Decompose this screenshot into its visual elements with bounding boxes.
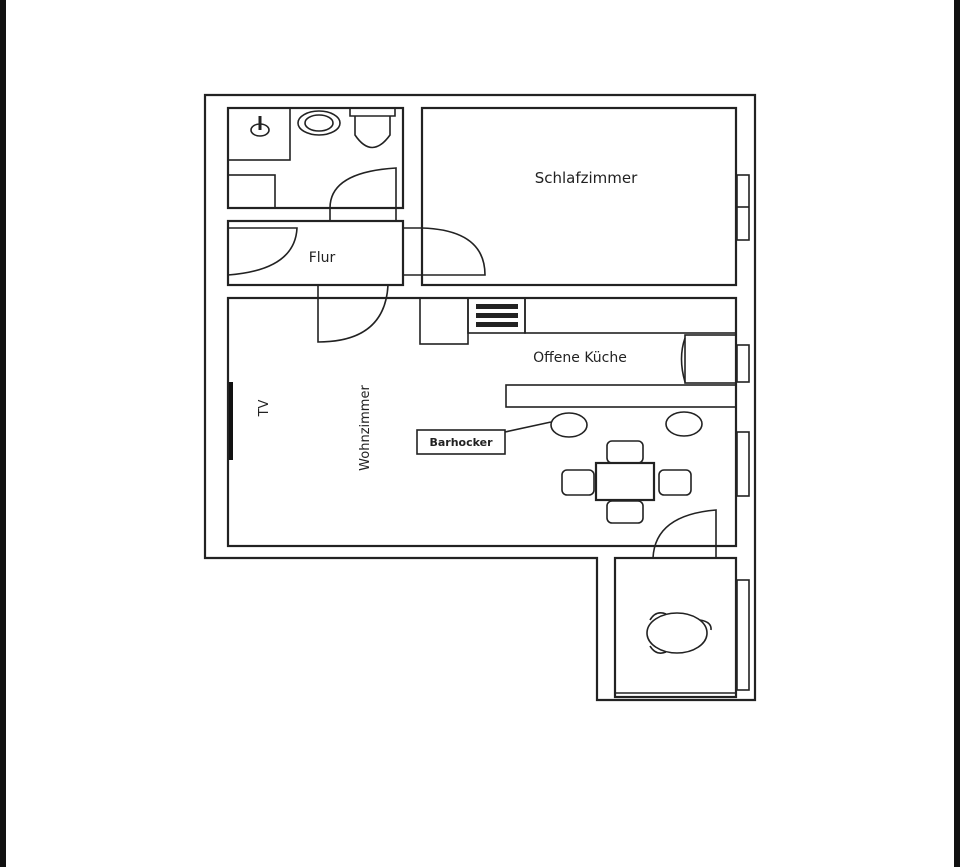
left-frame-bar [0,0,6,867]
label-living: Wohnzimmer [358,385,373,471]
chair [606,500,644,524]
kitchen-cabinet [419,297,469,345]
callout-barhocker: Barhocker [429,436,493,449]
dining-set [561,440,692,524]
window [736,431,750,497]
label-kitchen: Offene Küche [533,350,627,366]
window [736,344,750,383]
dining-table [594,461,656,502]
kitchen: Offene Küche Barhocker [416,297,750,497]
bar-counter [505,384,737,408]
hallway: Flur [226,219,405,343]
chair [649,612,667,621]
outer-wall [203,93,757,702]
balcony [613,509,750,699]
kitchen-counter [524,297,737,334]
chair [561,469,595,496]
window [736,579,750,691]
chair [658,469,692,496]
bar-stool [665,411,703,437]
bathroom [226,106,405,220]
entry-door [227,227,298,276]
bedroom: Schlafzimmer [403,106,750,287]
callout-box [416,429,506,455]
shower [227,107,291,161]
sink [297,110,341,136]
bar-stool [550,412,588,438]
toilet [349,107,396,149]
label-bedroom: Schlafzimmer [535,169,638,187]
living-door [317,284,389,343]
balcony-door [652,509,717,559]
bedroom-door [403,227,486,276]
living-room: TV Wohnzimmer [226,296,738,548]
fridge [684,334,737,384]
right-frame-bar [954,0,960,867]
label-hallway: Flur [309,250,336,266]
cabinet [227,174,276,209]
bathroom-door [329,167,397,220]
chair [606,440,644,464]
round-table [646,612,708,654]
label-tv: TV [257,399,272,417]
